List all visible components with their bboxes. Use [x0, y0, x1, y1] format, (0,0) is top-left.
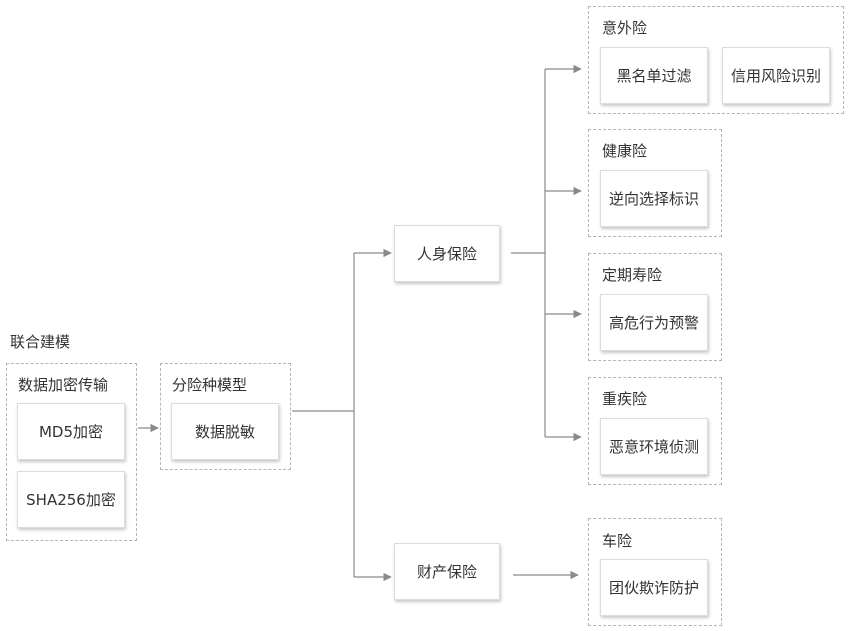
blacklist-filter-node: 黑名单过滤	[600, 47, 708, 104]
auto-insurance-group	[588, 518, 722, 626]
diagram-title: 联合建模	[10, 333, 71, 351]
high-risk-behavior-warning-node: 高危行为预警	[600, 294, 708, 351]
insurance-model-group	[160, 363, 291, 470]
malicious-environment-detection-node: 恶意环境侦测	[600, 418, 708, 475]
encryption-group-label: 数据加密传输	[18, 376, 109, 394]
auto-insurance-group-label: 车险	[602, 532, 633, 550]
property-insurance-node: 财产保险	[394, 543, 500, 600]
encryption-group	[6, 363, 137, 541]
critical-illness-insurance-group-label: 重疾险	[602, 390, 648, 408]
health-insurance-group-label: 健康险	[602, 142, 648, 160]
credit-risk-identification-node: 信用风险识别	[722, 47, 830, 104]
health-insurance-group	[588, 129, 722, 237]
sha256-encryption-node: SHA256加密	[17, 471, 125, 528]
accident-insurance-group	[588, 6, 844, 114]
insurance-model-group-label: 分险种模型	[172, 376, 248, 394]
critical-illness-insurance-group	[588, 377, 722, 485]
data-desensitization-node: 数据脱敏	[171, 403, 279, 460]
adverse-selection-marking-node: 逆向选择标识	[600, 170, 708, 227]
term-life-insurance-group	[588, 253, 722, 361]
md5-encryption-node: MD5加密	[17, 403, 125, 460]
gang-fraud-protection-node: 团伙欺诈防护	[600, 559, 708, 616]
accident-insurance-group-label: 意外险	[602, 19, 648, 37]
term-life-insurance-group-label: 定期寿险	[602, 266, 663, 284]
personal-insurance-node: 人身保险	[394, 225, 500, 282]
